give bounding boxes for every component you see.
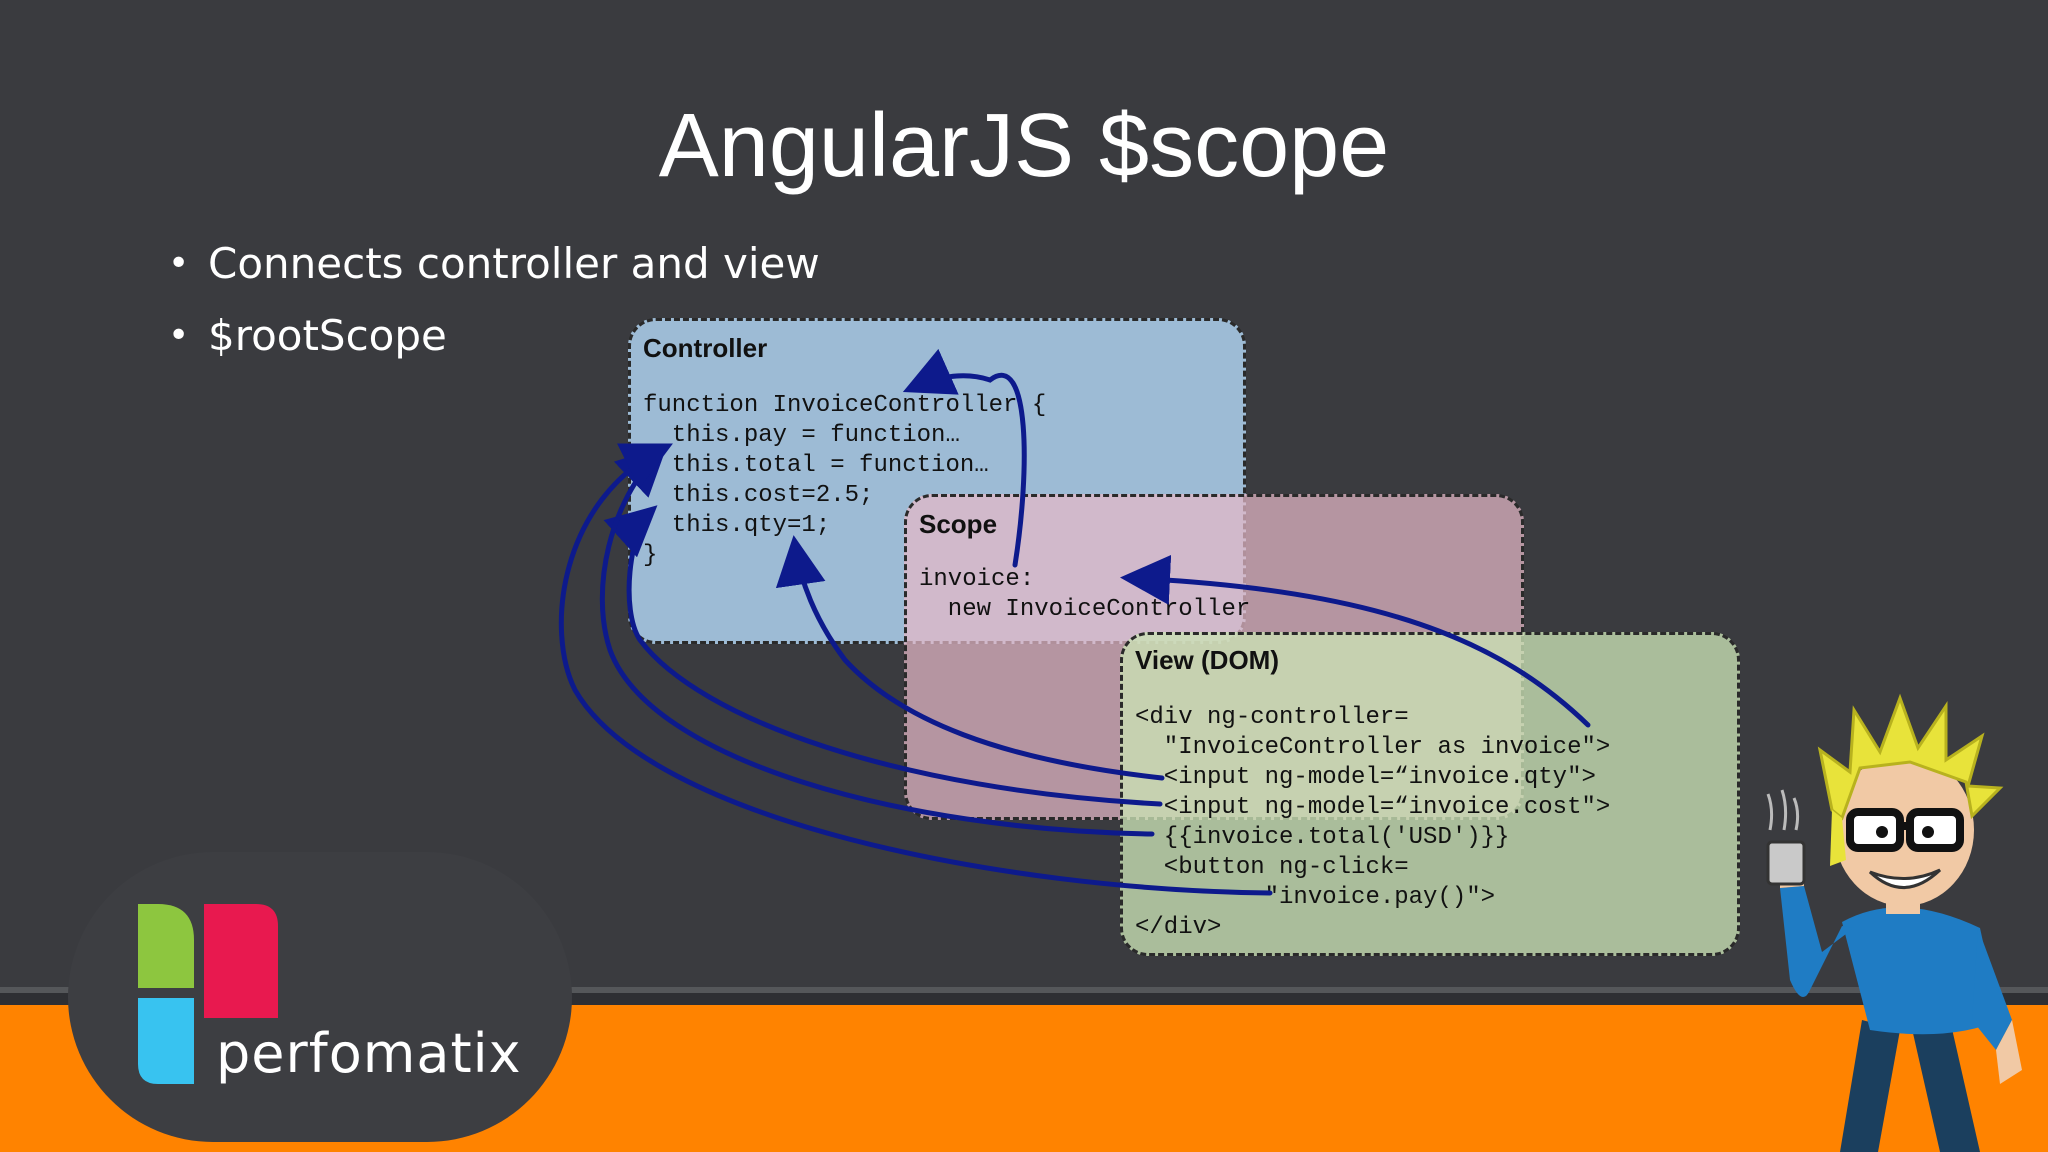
view-code: <div ng-controller= "InvoiceController a… [1135,704,1611,941]
mascot-developer-icon [1766,693,2022,1152]
bullet-text: $rootScope [208,311,447,360]
brand-logo-badge [68,852,572,1142]
view-panel: View (DOM) <div ng-controller= "InvoiceC… [1120,632,1740,956]
scope-title: Scope [919,509,998,539]
qty-binding-arrow [775,535,1165,781]
scope-to-controller-arrow [902,348,1027,568]
bullet-list: • Connects controller and view • $rootSc… [168,240,820,384]
view-to-scope-arrow [1120,554,1591,728]
controller-code: function InvoiceController { this.pay = … [643,392,1047,569]
bullet-dot-icon: • [168,315,190,356]
bullet-text: Connects controller and view [208,239,820,288]
cost-binding-arrow [603,505,1163,807]
brand-logo-icon [138,904,278,1084]
slide-title: AngularJS $scope [658,96,1390,196]
brand-name: perfomatix [216,1022,522,1085]
bullet-dot-icon: • [168,243,190,284]
bullet-item: • Connects controller and view [168,240,820,288]
controller-title: Controller [643,333,768,363]
pay-binding-arrow [558,443,1273,896]
view-title: View (DOM) [1135,645,1279,675]
total-binding-arrow [599,445,1155,837]
bullet-item: • $rootScope [168,312,820,360]
floor-line [0,987,2048,993]
